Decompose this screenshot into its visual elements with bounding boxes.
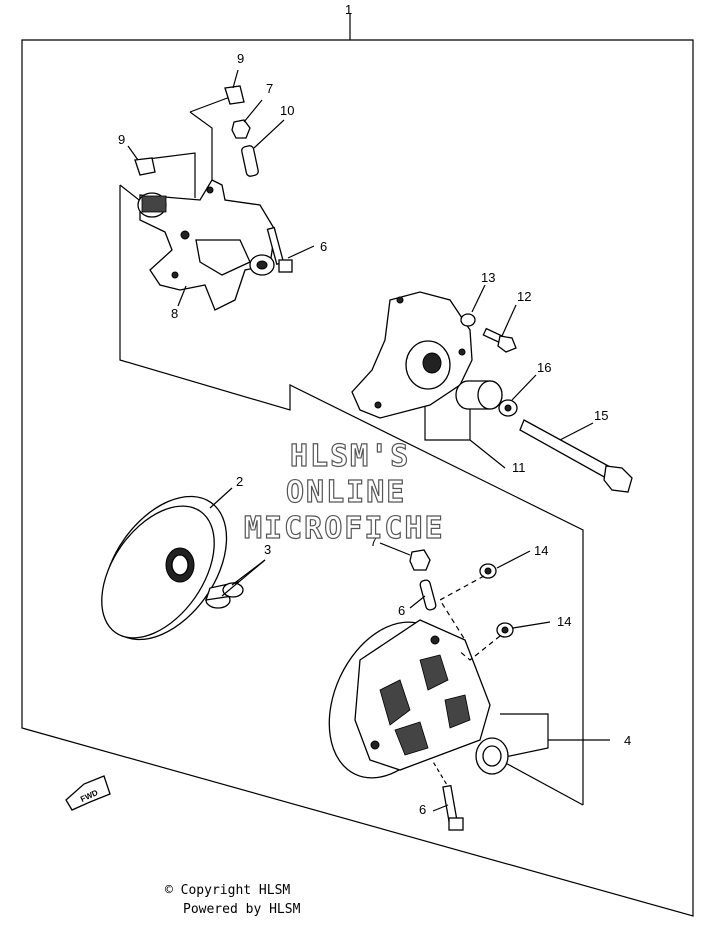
callout-14-lower: 14	[557, 614, 571, 629]
nut-lower[interactable]	[409, 549, 431, 571]
callout-11: 11	[512, 460, 526, 475]
callout-6-upper: 6	[320, 239, 327, 254]
callout-1: 1	[345, 2, 352, 17]
callout-4: 4	[624, 733, 631, 748]
callout-8: 8	[171, 306, 178, 321]
washer-13[interactable]	[460, 313, 476, 327]
callout-7-upper: 7	[266, 81, 273, 96]
copyright-text: © Copyright HLSM	[165, 883, 291, 898]
fwd-arrow-icon: FWD	[65, 775, 111, 811]
cover-plate-part[interactable]	[351, 291, 473, 419]
callout-labels: 1 9 7 10 9 6 8 13 12 16 15 11 2 3 7 14 6…	[118, 2, 631, 817]
slider-piece-left[interactable]	[134, 157, 156, 176]
powered-by-text: Powered by HLSM	[183, 902, 301, 917]
watermark-line-3: MICROFICHE	[244, 511, 445, 546]
sheave-part[interactable]	[78, 474, 252, 662]
callout-15: 15	[594, 408, 608, 423]
callout-9-left: 9	[118, 132, 125, 147]
bushing-3[interactable]	[205, 581, 244, 609]
callout-7-lower: 7	[370, 534, 377, 549]
spider-hub-part[interactable]	[137, 179, 276, 311]
pin-part[interactable]	[241, 145, 259, 177]
callout-16: 16	[537, 360, 551, 375]
callout-12: 12	[517, 289, 531, 304]
assembly-frame	[21, 14, 694, 917]
bushing-part[interactable]	[455, 380, 503, 410]
callout-13: 13	[481, 270, 495, 285]
movable-sheave-part[interactable]	[305, 602, 491, 797]
watermark-line-1: HLSM'S	[290, 439, 410, 474]
assembly-guide-lines	[431, 575, 501, 791]
callout-3: 3	[264, 542, 271, 557]
bolt-upper[interactable]	[266, 226, 293, 273]
watermark-line-2: ONLINE	[286, 475, 406, 510]
leader-lines	[127, 69, 594, 812]
callout-6-middle: 6	[398, 603, 405, 618]
callout-9-upper: 9	[237, 51, 244, 66]
washer-14-upper[interactable]	[479, 563, 497, 579]
washer-16[interactable]	[498, 399, 518, 417]
callout-14-upper: 14	[534, 543, 548, 558]
callout-10: 10	[280, 103, 294, 118]
roller-part[interactable]	[475, 737, 509, 775]
sub-assembly-lines	[119, 93, 610, 806]
bolt-lower[interactable]	[442, 784, 464, 831]
pin-lower[interactable]	[419, 579, 437, 611]
washer-14-lower[interactable]	[496, 622, 514, 638]
callout-2: 2	[236, 474, 243, 489]
slider-piece-upper[interactable]	[224, 85, 245, 105]
watermark: HLSM'S ONLINE MICROFICHE	[243, 438, 445, 546]
callout-6-lower: 6	[419, 802, 426, 817]
bolt-12[interactable]	[482, 327, 517, 353]
nut-upper[interactable]	[231, 119, 251, 139]
long-bolt-part[interactable]	[519, 419, 633, 493]
